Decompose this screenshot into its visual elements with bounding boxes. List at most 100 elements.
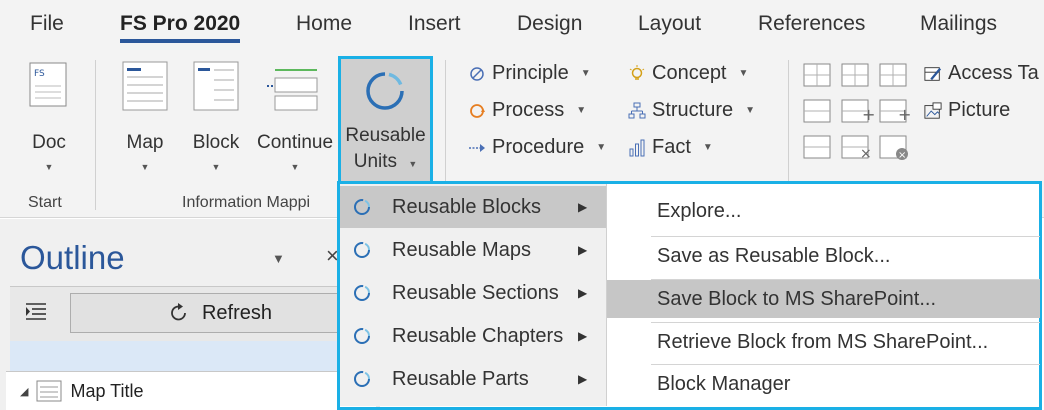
tab-layout[interactable]: Layout: [638, 12, 702, 35]
map-button[interactable]: Map ▼: [117, 60, 173, 180]
chevron-right-icon: ▶: [578, 243, 588, 257]
menu-item-reusable-blocks[interactable]: Reusable Blocks ▶: [340, 186, 606, 228]
principle-label: Principle: [492, 62, 569, 84]
svg-text:×: ×: [860, 146, 872, 162]
outline-pane: Outline ▼ × Refresh ◢: [0, 219, 380, 410]
process-button[interactable]: Process ▼: [468, 99, 586, 122]
chevron-right-icon: ▶: [578, 200, 588, 214]
tree-item-map-title[interactable]: ◢ Map Title: [20, 380, 144, 402]
svg-text:+: +: [862, 105, 875, 124]
tab-insert[interactable]: Insert: [408, 12, 461, 35]
reusable-units-button[interactable]: Reusable Units ▼: [338, 56, 433, 184]
lightbulb-icon: [629, 64, 645, 80]
tab-references[interactable]: References: [758, 12, 866, 35]
outline-tree: ◢ Map Title: [6, 371, 376, 410]
svg-text:+: +: [898, 105, 911, 124]
access-table-icon: [924, 66, 942, 81]
dropdown-highlight-frame: [337, 181, 1042, 410]
concept-button[interactable]: Concept ▼: [628, 62, 748, 85]
fact-button[interactable]: Fact ▼: [628, 136, 713, 159]
chevron-down-icon: ▼: [290, 162, 300, 172]
refresh-icon: [171, 303, 186, 321]
block-button[interactable]: Block ▼: [186, 60, 246, 180]
submenu-item-retrieve-block-from-sharepoint[interactable]: Retrieve Block from MS SharePoint...: [657, 330, 989, 353]
menu-item-reusable-chapters[interactable]: Reusable Chapters ▶: [340, 315, 606, 357]
principle-button[interactable]: Principle ▼: [468, 62, 591, 85]
chevron-right-icon: ▶: [578, 286, 588, 300]
access-table-button[interactable]: Access Ta: [924, 62, 1039, 85]
picture-icon: [924, 101, 942, 119]
menu-item-label: Reusable Parts: [392, 367, 529, 390]
fs-document-icon: FS: [29, 62, 67, 107]
submenu-item-explore[interactable]: Explore...: [657, 199, 742, 222]
ribbon: FS Doc ▼ Start Map ▼ Block ▼: [0, 52, 1044, 218]
close-icon[interactable]: ×: [326, 243, 339, 268]
expand-triangle-icon[interactable]: ◢: [20, 385, 29, 398]
structure-label: Structure: [652, 99, 734, 121]
continue-label: Continue: [256, 132, 334, 153]
procedure-label: Procedure: [492, 136, 585, 158]
tab-mailings[interactable]: Mailings: [920, 12, 998, 35]
menu-item-reusable-sections[interactable]: Reusable Sections ▶: [340, 272, 606, 314]
pane-options-chevron-icon[interactable]: ▼: [272, 251, 285, 266]
group-label-information-mapping: Information Mappi: [182, 194, 311, 211]
doc-label: Doc: [32, 132, 66, 153]
submenu-item-save-block-to-sharepoint[interactable]: Save Block to MS SharePoint...: [607, 280, 1040, 318]
menu-separator: [651, 322, 1040, 323]
fact-label: Fact: [652, 136, 691, 158]
tab-fs-pro-2020[interactable]: FS Pro 2020: [120, 12, 241, 43]
block-icon: [193, 61, 239, 111]
menu-item-label: Reusable Blocks: [392, 195, 541, 218]
process-label: Process: [492, 99, 565, 121]
access-table-label: Access Ta: [948, 62, 1039, 84]
structure-tree-icon: [628, 102, 646, 118]
structure-button[interactable]: Structure ▼: [628, 99, 755, 122]
reusable-loop-icon: [354, 242, 370, 258]
reusable-loop-icon: [354, 285, 370, 301]
continue-icon: [267, 69, 318, 111]
menu-item-reusable-maps[interactable]: Reusable Maps ▶: [340, 229, 606, 271]
tab-home[interactable]: Home: [296, 12, 353, 35]
svg-text:×: ×: [898, 150, 906, 161]
chevron-down-icon: ▼: [44, 162, 54, 172]
submenu-item-block-manager[interactable]: Block Manager: [657, 372, 791, 395]
menu-separator: [651, 279, 1040, 280]
list-collapse-icon[interactable]: [24, 301, 48, 321]
refresh-button[interactable]: Refresh: [70, 293, 370, 333]
tree-item-label: Map Title: [70, 380, 144, 401]
chevron-down-icon: ▼: [408, 159, 418, 169]
map-label: Map: [126, 132, 164, 153]
refresh-label: Refresh: [201, 301, 273, 324]
picture-button[interactable]: Picture: [924, 99, 1010, 122]
tab-design[interactable]: Design: [517, 12, 583, 35]
reusable-units-label-line1: Reusable: [345, 125, 426, 146]
reusable-loop-icon: [354, 328, 370, 344]
table-tools-grid: + + × ×: [803, 63, 911, 162]
chevron-right-icon: ▶: [578, 372, 588, 386]
map-document-icon: [36, 380, 62, 402]
chevron-down-icon: ▼: [576, 105, 587, 116]
chevron-right-icon: ▶: [578, 329, 588, 343]
reusable-units-label-line2: Units: [353, 151, 398, 172]
map-icon: [122, 61, 168, 111]
reusable-units-menu: Reusable Blocks ▶ Reusable Maps ▶ Reusab…: [340, 184, 606, 406]
procedure-button[interactable]: Procedure ▼: [468, 136, 606, 159]
reusable-units-label-row: Units ▼: [341, 151, 430, 173]
procedure-arrow-icon: [469, 143, 485, 152]
submenu-item-save-as-reusable-block[interactable]: Save as Reusable Block...: [657, 244, 891, 267]
continue-button[interactable]: Continue ▼: [252, 60, 338, 180]
picture-label: Picture: [948, 99, 1011, 121]
chevron-down-icon: ▼: [745, 105, 756, 116]
concept-label: Concept: [652, 62, 727, 84]
process-cycle-icon: [470, 103, 485, 118]
group-label-start: Start: [28, 194, 62, 211]
principle-icon: [470, 66, 484, 81]
group-divider: [95, 60, 96, 210]
group-divider: [788, 60, 789, 210]
tab-file[interactable]: File: [30, 12, 64, 35]
chevron-down-icon: ▼: [580, 68, 591, 79]
ribbon-tab-bar: File FS Pro 2020 Home Insert Design Layo…: [0, 0, 1044, 52]
chevron-down-icon: ▼: [211, 162, 221, 172]
menu-item-reusable-parts[interactable]: Reusable Parts ▶: [340, 358, 606, 400]
doc-button[interactable]: FS Doc ▼: [18, 60, 80, 180]
